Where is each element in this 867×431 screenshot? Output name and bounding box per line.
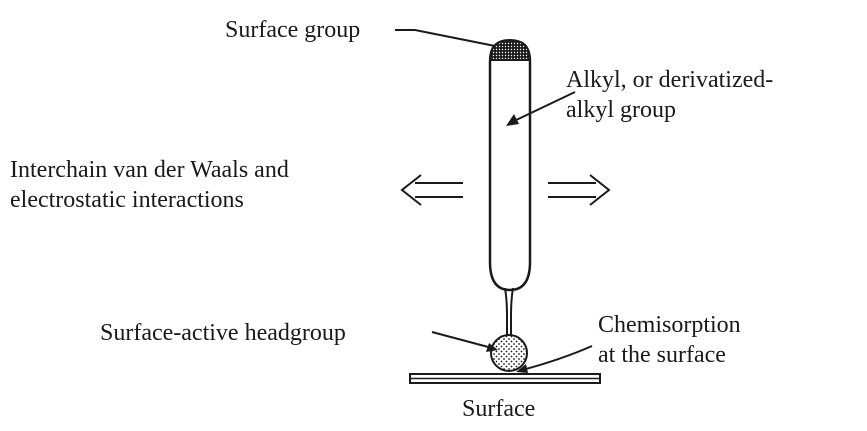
surface-group-label: Surface group: [225, 17, 361, 43]
double-arrow-right-icon: [548, 174, 611, 206]
chemisorption-label: Chemisorption at the surface: [598, 312, 741, 368]
surface-label: Surface: [462, 396, 536, 422]
headgroup-sphere: [490, 334, 528, 372]
leader-surface-group: [395, 29, 496, 47]
chemisorption-label-line2: at the surface: [598, 342, 726, 368]
leader-alkyl: [511, 91, 576, 123]
chemisorption-label-line1: Chemisorption: [598, 312, 741, 338]
double-arrow-left-icon: [400, 174, 463, 206]
leader-headgroup: [431, 331, 493, 349]
interchain-label-line1: Interchain van der Waals and: [10, 157, 289, 183]
alkyl-group-label-line1: Alkyl, or derivatized-: [566, 67, 774, 93]
alkyl-group-label-line2: alkyl group: [566, 97, 676, 123]
alkyl-group-label: Alkyl, or derivatized- alkyl group: [566, 67, 773, 123]
chain-neck: [504, 287, 514, 335]
leader-chemisorption: [521, 345, 593, 371]
headgroup-label: Surface-active headgroup: [100, 320, 346, 346]
surface-group-cap: [488, 38, 532, 61]
interchain-label: Interchain van der Waals and electrostat…: [10, 157, 289, 213]
alkyl-chain-body: [488, 40, 532, 292]
interchain-label-line2: electrostatic interactions: [10, 187, 244, 213]
